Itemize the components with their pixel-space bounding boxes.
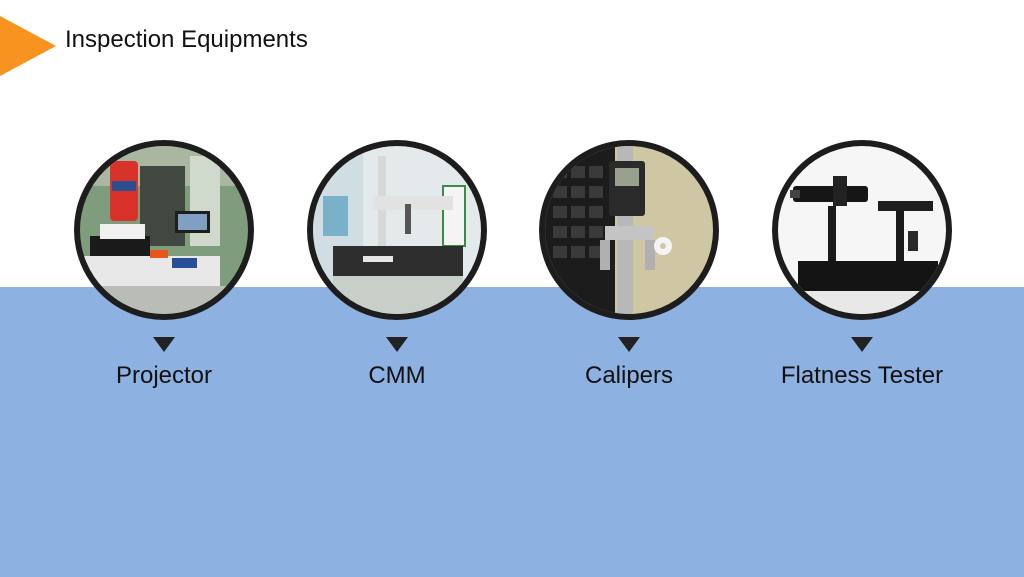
equipment-label: Calipers <box>584 362 674 389</box>
pointer-down-icon <box>851 337 873 352</box>
orange-arrow-icon <box>0 16 56 76</box>
equipment-card-projector: Projector <box>74 140 254 400</box>
cmm-photo <box>313 146 481 314</box>
equipment-card-cmm: CMM <box>307 140 487 400</box>
equipment-card-calipers: Calipers <box>539 140 719 400</box>
equipment-card-flatness-tester: Flatness Tester <box>772 140 952 400</box>
blue-background-band <box>0 287 1024 577</box>
projector-photo <box>80 146 248 314</box>
calipers-photo <box>545 146 713 314</box>
equipment-label: Projector <box>115 362 213 389</box>
flatness-tester-photo <box>778 146 946 314</box>
pointer-down-icon <box>153 337 175 352</box>
equipment-label: CMM <box>368 362 426 389</box>
pointer-down-icon <box>618 337 640 352</box>
equipment-label: Flatness Tester <box>780 362 944 389</box>
page-title: Inspection Equipments <box>65 26 308 53</box>
pointer-down-icon <box>386 337 408 352</box>
